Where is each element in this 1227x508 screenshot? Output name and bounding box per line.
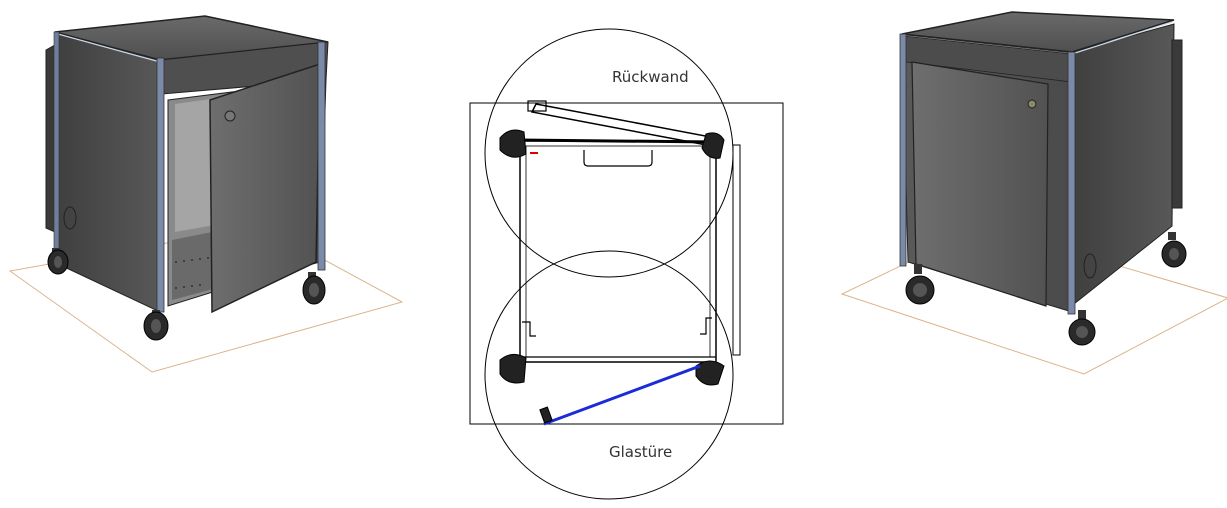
plan-rear-bracket <box>583 150 653 167</box>
cable-port-icon <box>1083 253 1097 279</box>
cabinet-open-view <box>8 15 404 373</box>
glass-door-swing-line <box>543 364 701 426</box>
caster-wheel-icon <box>143 310 169 341</box>
plan-hinge <box>700 317 712 335</box>
cabinet-side-strip-right <box>1171 39 1183 209</box>
caster-wheel-icon <box>499 129 527 158</box>
cabinet-side-strip-left <box>45 44 56 233</box>
cabinet-side-panel-right <box>1071 23 1175 306</box>
plan-view <box>469 28 784 500</box>
cabinet-top-right <box>901 11 1175 53</box>
caster-wheel-icon <box>695 360 725 386</box>
caster-wheel-icon <box>1068 310 1096 346</box>
caster-wheel-icon <box>701 132 725 159</box>
rear-wall-label: Rückwand <box>612 68 689 86</box>
door-handle-icon <box>539 406 553 424</box>
frame-post <box>1067 51 1076 315</box>
rear-wall-edge <box>517 138 717 144</box>
caster-wheel-icon <box>47 248 69 275</box>
door-lock-icon <box>224 110 236 122</box>
caster-wheel-icon <box>1161 232 1187 268</box>
frame-post <box>53 31 60 267</box>
plan-side-rail <box>732 144 741 356</box>
glass-door-label: Glastüre <box>609 443 672 461</box>
plan-hinge <box>522 321 536 337</box>
caster-wheel-icon <box>499 354 527 384</box>
frame-post <box>156 57 165 313</box>
caster-wheel-icon <box>905 264 935 305</box>
cabinet-side-panel-left <box>54 31 161 313</box>
vent-dots <box>175 257 209 289</box>
cabinet-door-closed <box>911 61 1049 307</box>
cabinet-closed-view <box>840 11 1227 375</box>
rear-handle <box>527 100 547 112</box>
frame-post <box>899 33 907 267</box>
plan-frame <box>469 102 784 425</box>
cable-port-icon <box>63 206 77 230</box>
cabinet-door-open <box>209 62 321 314</box>
glass-door-detail-circle <box>484 250 734 500</box>
caster-wheel-icon <box>302 272 326 305</box>
frame-post <box>317 41 326 271</box>
door-lock-icon <box>1027 99 1037 109</box>
